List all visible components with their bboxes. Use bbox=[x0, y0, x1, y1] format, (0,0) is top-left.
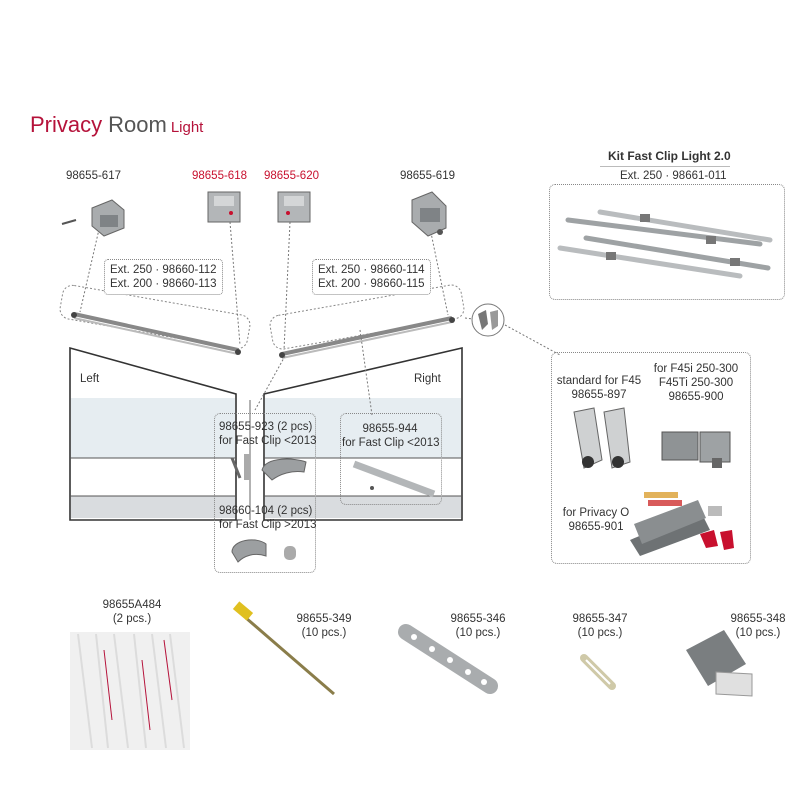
hook-pair-drawing bbox=[471, 303, 505, 337]
adapter-std-line1: standard for F45 bbox=[556, 375, 642, 387]
part-618-drawing bbox=[207, 191, 241, 223]
adapter-901-drawing bbox=[630, 492, 734, 556]
adapter-f45i-line3: 98655-900 bbox=[668, 391, 724, 403]
title-room: Room bbox=[108, 112, 167, 137]
wall-left-label: Left bbox=[80, 373, 100, 385]
bottom-part-4-code: 98655-347 bbox=[572, 613, 628, 625]
clip-old-code: 98655-923 (2 pcs) bbox=[219, 421, 313, 433]
bottom-part-4-qty: (10 pcs.) bbox=[577, 627, 623, 639]
clip-old-desc: for Fast Clip <2013 bbox=[219, 435, 317, 447]
adapter-f45i-line1: for F45i 250-300 bbox=[653, 363, 739, 375]
rail-left bbox=[71, 312, 241, 355]
part-620-label: 98655-620 bbox=[264, 170, 319, 182]
adapter-priv-line1: for Privacy O bbox=[562, 507, 630, 519]
peg-drawing bbox=[232, 601, 335, 696]
adapter-900-drawing bbox=[661, 431, 731, 468]
adapter-priv-line2: 98655-901 bbox=[568, 521, 624, 533]
rail-right bbox=[279, 316, 455, 359]
kit-subtitle: Ext. 250 · 98661-011 bbox=[620, 170, 727, 182]
bottom-part-2-qty: (10 pcs.) bbox=[301, 627, 347, 639]
title-light: Light bbox=[170, 119, 204, 136]
clip-box bbox=[214, 413, 316, 573]
wall-right-label: Right bbox=[414, 373, 441, 385]
part-617-label: 98655-617 bbox=[66, 170, 121, 182]
adapter-std-line2: 98655-897 bbox=[571, 389, 627, 401]
wall-right-shape bbox=[263, 346, 463, 521]
adapter-f45i-line2: F45Ti 250-300 bbox=[658, 377, 734, 389]
part-619-drawing bbox=[411, 191, 447, 237]
strap-346-drawing bbox=[398, 624, 498, 694]
bottom-part-1-qty: (2 pcs.) bbox=[112, 613, 152, 625]
ext-left-line1: Ext. 250 · 98660-112 bbox=[110, 264, 217, 276]
ext-left-pill: Ext. 250 · 98660-112 Ext. 200 · 98660-11… bbox=[104, 259, 223, 295]
clamp-348-drawing bbox=[686, 630, 753, 697]
ext-right-line2: Ext. 200 · 98660-115 bbox=[318, 278, 425, 290]
clip-104-drawing bbox=[231, 539, 296, 563]
bottom-part-2-code: 98655-349 bbox=[296, 613, 352, 625]
clip-923-drawing bbox=[230, 454, 307, 481]
part-618-label: 98655-618 bbox=[192, 170, 247, 182]
bottom-part-5-qty: (10 pcs.) bbox=[735, 627, 781, 639]
part-620-drawing bbox=[277, 191, 311, 223]
rail-944-drawing bbox=[352, 460, 436, 498]
kit-box bbox=[549, 184, 785, 300]
clip-new-desc: for Fast Clip >2013 bbox=[219, 519, 317, 531]
rail-944-desc: for Fast Clip <2013 bbox=[342, 437, 440, 449]
adapter-box bbox=[551, 352, 751, 564]
ext-left-line2: Ext. 200 · 98660-113 bbox=[110, 278, 217, 290]
ring-347-drawing bbox=[580, 654, 616, 690]
kit-divider bbox=[600, 166, 730, 167]
wall-left-shape bbox=[69, 346, 237, 521]
ext-right-line1: Ext. 250 · 98660-114 bbox=[318, 264, 425, 276]
bottom-part-3-qty: (10 pcs.) bbox=[455, 627, 501, 639]
bottom-part-1-code: 98655A484 bbox=[102, 599, 162, 611]
bottom-part-3-code: 98655-346 bbox=[450, 613, 506, 625]
part-617-drawing bbox=[61, 199, 125, 237]
kit-title: Kit Fast Clip Light 2.0 bbox=[608, 149, 731, 163]
kit-rails-drawing bbox=[557, 209, 773, 279]
part-619-label: 98655-619 bbox=[400, 170, 455, 182]
title-privacy: Privacy bbox=[30, 112, 103, 137]
ext-right-pill: Ext. 250 · 98660-114 Ext. 200 · 98660-11… bbox=[312, 259, 431, 295]
bottom-part-5-code: 98655-348 bbox=[730, 613, 786, 625]
rail-944-box bbox=[340, 413, 442, 505]
rail-944-code: 98655-944 bbox=[362, 423, 418, 435]
clip-new-code: 98660-104 (2 pcs) bbox=[219, 505, 313, 517]
adapter-897-drawing bbox=[573, 407, 631, 469]
fabric-swatch-drawing bbox=[70, 632, 190, 750]
